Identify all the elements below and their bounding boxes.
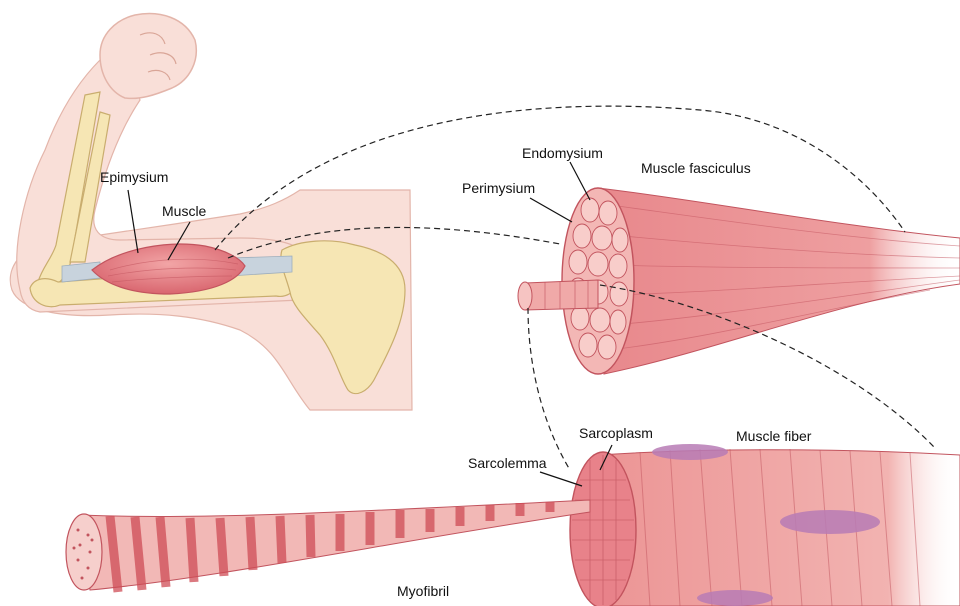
arm-illustration [10, 14, 412, 410]
label-myofibril: Myofibril [397, 583, 449, 599]
label-epimysium: Epimysium [100, 169, 168, 185]
protruding-fiber [525, 280, 598, 310]
muscle-fiber-illustration [570, 444, 960, 606]
label-sarcolemma: Sarcolemma [468, 455, 547, 471]
nucleus-top [652, 444, 728, 460]
label-endomysium: Endomysium [522, 145, 603, 161]
leader-endomysium [570, 162, 590, 200]
myofibril-body [80, 500, 590, 590]
label-muscle-fiber: Muscle fiber [736, 428, 812, 444]
label-perimysium: Perimysium [462, 180, 535, 196]
nucleus-bottom [697, 590, 773, 606]
myofibril-illustration [66, 500, 590, 592]
label-muscle-fasciculus: Muscle fasciculus [641, 160, 751, 176]
fasciculus-body [598, 188, 960, 374]
leader-perimysium [530, 198, 572, 222]
nucleus-middle [780, 510, 880, 534]
fiber-body [600, 450, 960, 606]
connector-fiber-left [528, 308, 570, 470]
label-sarcoplasm: Sarcoplasm [579, 425, 653, 441]
protruding-fiber-end [518, 282, 532, 310]
leader-sarcolemma [540, 472, 582, 486]
label-muscle: Muscle [162, 203, 207, 219]
myofibril-end [66, 514, 102, 590]
fist [100, 14, 196, 99]
